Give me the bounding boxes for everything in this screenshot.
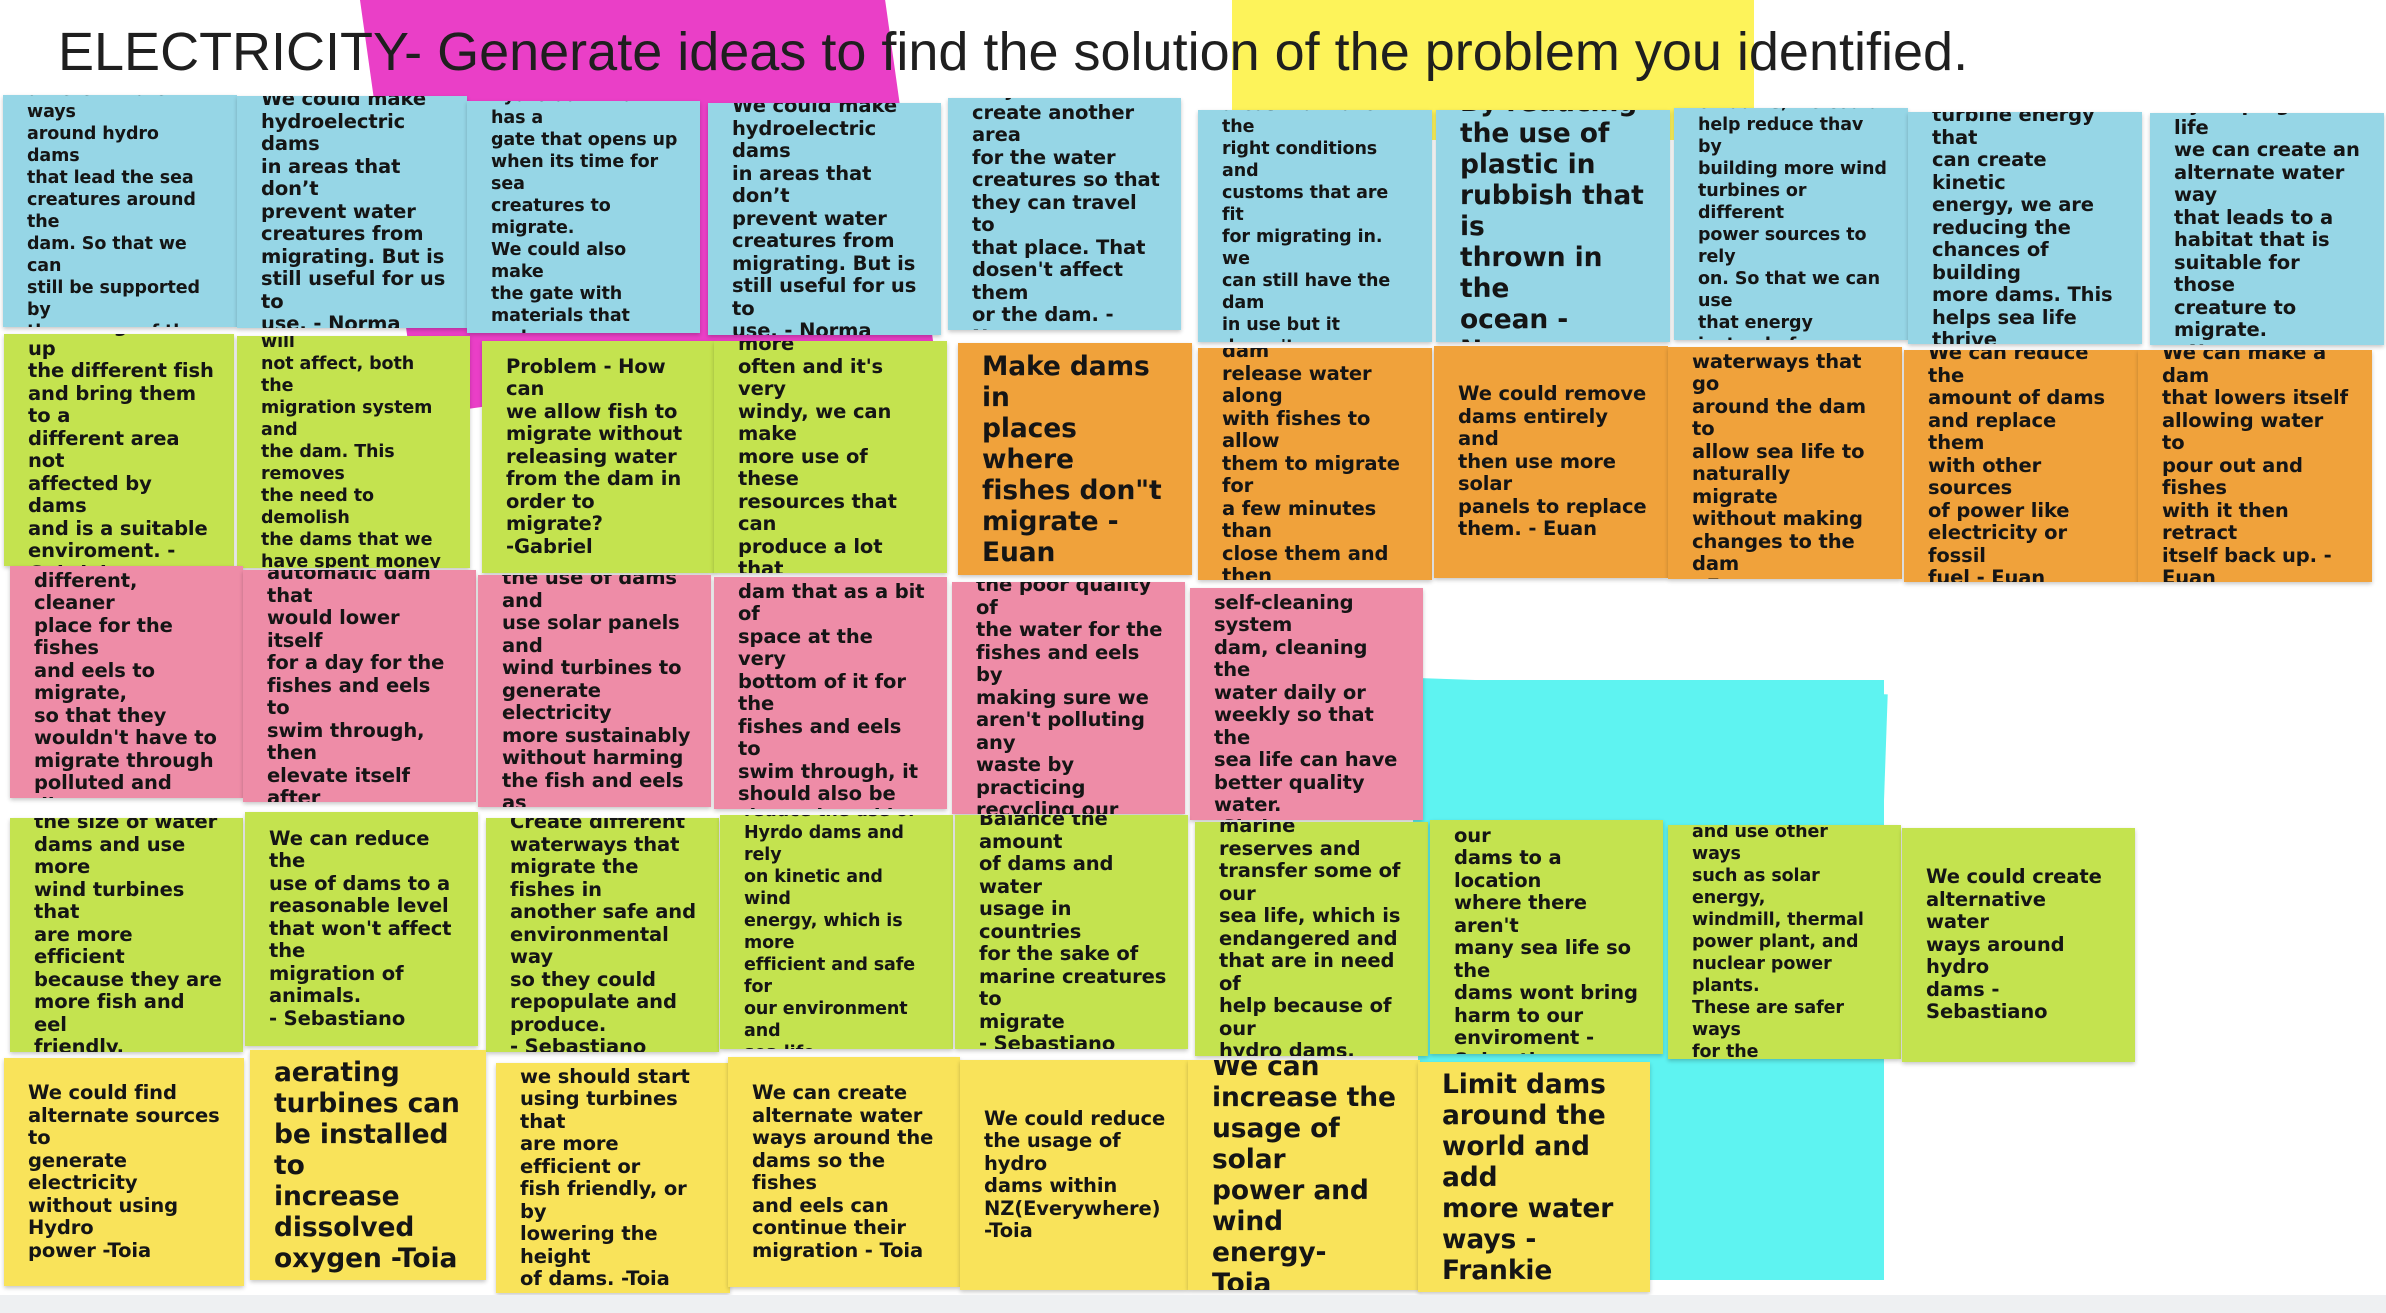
note-text: Destroy hydro dams and use other ways su… <box>1692 825 1864 1059</box>
sticky-note[interactable]: Maybe we could create another area for t… <box>948 98 1181 330</box>
sticky-note[interactable]: we should start using turbines that are … <box>496 1063 730 1293</box>
note-text: We can reduce the use of dams to a reaso… <box>269 826 452 1030</box>
sticky-note[interactable]: Because the sun comes around more often … <box>714 341 947 573</box>
note-text: We can make waterways that go around the… <box>1692 347 1866 579</box>
sticky-note[interactable]: Destroy hydro dams and use other ways su… <box>1668 825 1901 1059</box>
note-text: Maybe we could create another area for t… <box>972 98 1160 330</box>
sticky-note[interactable]: We can gather up the different fish and … <box>4 334 234 566</box>
sticky-note[interactable]: We could reduce the usage of hydro dams … <box>960 1060 1188 1290</box>
note-text: We can gather up the different fish and … <box>28 334 214 566</box>
sticky-note[interactable]: We could make hydroelectric dams in area… <box>237 96 467 328</box>
note-text: we should start using turbines that are … <box>520 1064 690 1290</box>
note-text: We can stop and reduce the use of Hyrdo … <box>744 815 916 1049</box>
note-text: We could reduce the use of dams and use … <box>502 575 691 807</box>
note-text: We could make hydroelectric dams in area… <box>261 96 446 328</box>
note-text: We can increase the usage of solar power… <box>1212 1060 1396 1290</box>
note-text: Create different waterways that migrate … <box>510 818 696 1052</box>
sticky-note[interactable]: By helping sea life we can create an alt… <box>2150 113 2384 345</box>
note-text: We could reduce the poor quality of the … <box>976 582 1163 814</box>
note-text: Create a different path for fish that wi… <box>261 336 441 568</box>
note-text: We could create different migrating area… <box>1222 110 1391 342</box>
note-text: We can create alternate water ways aroun… <box>752 1081 934 1262</box>
sticky-note[interactable]: We can make waterways that go around the… <box>1668 347 1902 579</box>
sticky-note[interactable]: Instead of only reling on dams, we could… <box>1674 108 1908 340</box>
sticky-note[interactable]: We can make a dam release water along wi… <box>1198 348 1432 580</box>
sticky-note[interactable]: We could create a different, cleaner pla… <box>10 566 243 798</box>
note-text: Because the sun comes around more often … <box>738 341 897 573</box>
sticky-note[interactable]: We can stop and reduce the use of Hyrdo … <box>720 815 953 1049</box>
note-text: We could create alternative water ways a… <box>1926 865 2102 1024</box>
sticky-note[interactable]: Create more marine reserves and transfer… <box>1195 822 1428 1056</box>
note-text: Maybe we can have a hydro dam that has a… <box>491 101 678 333</box>
note-text: We can make a dam release water along wi… <box>1222 348 1400 580</box>
note-text: We could move our dams to a location whe… <box>1454 820 1638 1054</box>
sticky-note[interactable]: We could find alternate sources to gener… <box>4 1058 244 1286</box>
note-text: We could create different water ways aro… <box>27 95 200 327</box>
note-text: By relying on wind turbine energy that c… <box>1932 112 2113 344</box>
note-text: We could create an automatic dam that wo… <box>267 570 445 802</box>
note-text: We could create a different, cleaner pla… <box>34 566 217 798</box>
sticky-note[interactable]: We could create a dam that as a bit of s… <box>714 577 947 809</box>
note-text: We could find alternate sources to gener… <box>28 1081 220 1262</box>
note-text: We can decrease the size of water dams a… <box>34 818 222 1052</box>
sticky-note[interactable]: aerating turbines can be installed to in… <box>250 1050 486 1280</box>
sticky-note[interactable]: We could remove dams entirely and then u… <box>1434 346 1668 578</box>
sticky-note[interactable]: By relying on wind turbine energy that c… <box>1908 112 2142 344</box>
sticky-note[interactable]: We could have a self-cleaning system dam… <box>1190 588 1423 820</box>
sticky-note[interactable]: We could reduce the use of dams and use … <box>478 575 711 807</box>
note-text: Balance the amount of dams and water usa… <box>979 815 1167 1049</box>
note-text: Instead of only reling on dams, we could… <box>1698 108 1887 340</box>
note-text: We could make hydroelectric dams in area… <box>732 103 917 335</box>
sticky-note[interactable]: We can reduce the amount of dams and rep… <box>1904 350 2138 582</box>
sticky-note[interactable]: Problem - How can we allow fish to migra… <box>482 341 715 573</box>
note-text: We could remove dams entirely and then u… <box>1458 382 1647 541</box>
note-text: Create more marine reserves and transfer… <box>1219 822 1401 1056</box>
note-text: We can make a dam that lowers itself all… <box>2162 350 2349 582</box>
sticky-note[interactable]: We can make a dam that lowers itself all… <box>2138 350 2372 582</box>
note-text: By reducing the use of plastic in rubbis… <box>1460 110 1644 342</box>
sticky-note[interactable]: We could reduce the poor quality of the … <box>952 582 1185 814</box>
sticky-note[interactable]: By reducing the use of plastic in rubbis… <box>1436 110 1670 342</box>
note-text: We could create a dam that as a bit of s… <box>738 577 925 809</box>
sticky-note[interactable]: We could create different water ways aro… <box>3 95 237 327</box>
note-text: aerating turbines can be installed to in… <box>274 1056 460 1274</box>
note-text: We can reduce the amount of dams and rep… <box>1928 350 2106 582</box>
sticky-note[interactable]: We can create alternate water ways aroun… <box>728 1057 960 1287</box>
note-text: Problem - How can we allow fish to migra… <box>506 354 683 558</box>
note-text: We could have a self-cleaning system dam… <box>1214 588 1398 820</box>
sticky-note[interactable]: Balance the amount of dams and water usa… <box>955 815 1188 1049</box>
sticky-note[interactable]: We could move our dams to a location whe… <box>1430 820 1663 1054</box>
board-title: ELECTRICITY- Generate ideas to find the … <box>58 22 1969 82</box>
sticky-note[interactable]: We could create alternative water ways a… <box>1902 828 2135 1062</box>
sticky-note[interactable]: We can increase the usage of solar power… <box>1188 1060 1420 1290</box>
note-text: We could reduce the usage of hydro dams … <box>984 1106 1166 1242</box>
sticky-note[interactable]: Create a different path for fish that wi… <box>237 336 470 568</box>
sticky-note[interactable]: We can reduce the use of dams to a reaso… <box>245 812 478 1046</box>
sticky-note[interactable]: Make dams in places where fishes don"t m… <box>958 343 1192 575</box>
sticky-note[interactable]: We could make hydroelectric dams in area… <box>708 103 941 335</box>
note-text: Limit dams around the world and add more… <box>1442 1068 1614 1286</box>
sticky-note[interactable]: Maybe we can have a hydro dam that has a… <box>467 101 700 333</box>
sticky-note[interactable]: We could create different migrating area… <box>1198 110 1432 342</box>
canvas-bottom-edge <box>0 1295 2386 1313</box>
sticky-note[interactable]: Create different waterways that migrate … <box>486 818 719 1052</box>
note-text: By helping sea life we can create an alt… <box>2174 113 2360 345</box>
sticky-note[interactable]: We can decrease the size of water dams a… <box>10 818 243 1052</box>
sticky-note[interactable]: We could create an automatic dam that wo… <box>243 570 476 802</box>
sticky-note[interactable]: Limit dams around the world and add more… <box>1418 1062 1650 1292</box>
note-text: Make dams in places where fishes don"t m… <box>982 350 1162 568</box>
